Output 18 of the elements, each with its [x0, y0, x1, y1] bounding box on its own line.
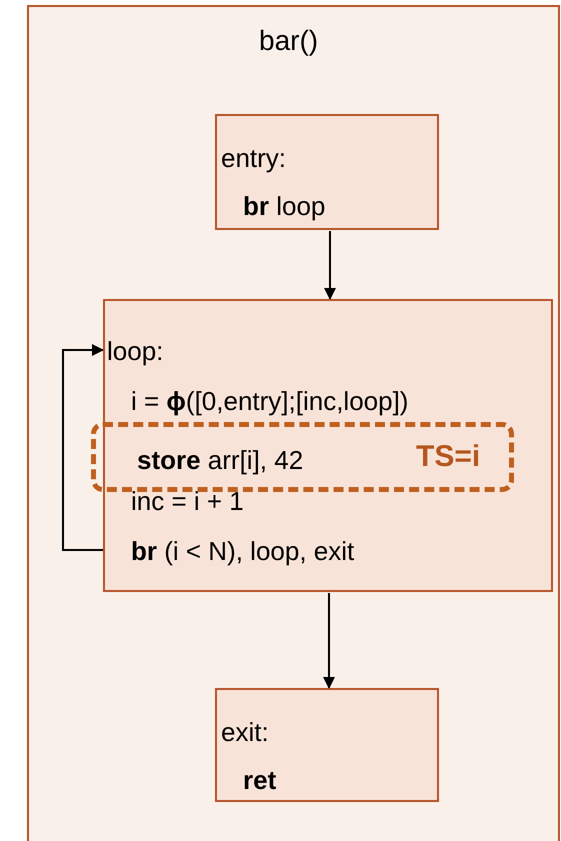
block-label: loop:	[107, 335, 164, 367]
timestamp-tag: TS=i	[416, 441, 480, 473]
code-line: ret	[243, 764, 276, 796]
code-line: br loop	[243, 190, 326, 222]
arrow	[62, 344, 104, 551]
function-name: bar()	[259, 25, 318, 57]
block-label: entry:	[221, 142, 286, 174]
block-label: exit:	[221, 716, 269, 748]
arrow	[323, 593, 335, 689]
basic-block	[215, 688, 439, 802]
basic-block	[215, 114, 439, 230]
arrow	[324, 231, 336, 300]
code-line: i = ϕ([0,entry];[inc,loop])	[131, 385, 408, 417]
code-line: store arr[i], 42	[137, 444, 304, 476]
highlight-box	[91, 422, 514, 492]
function-frame	[27, 5, 560, 841]
code-line: br (i < N), loop, exit	[131, 535, 354, 567]
code-line: inc = i + 1	[131, 485, 244, 517]
